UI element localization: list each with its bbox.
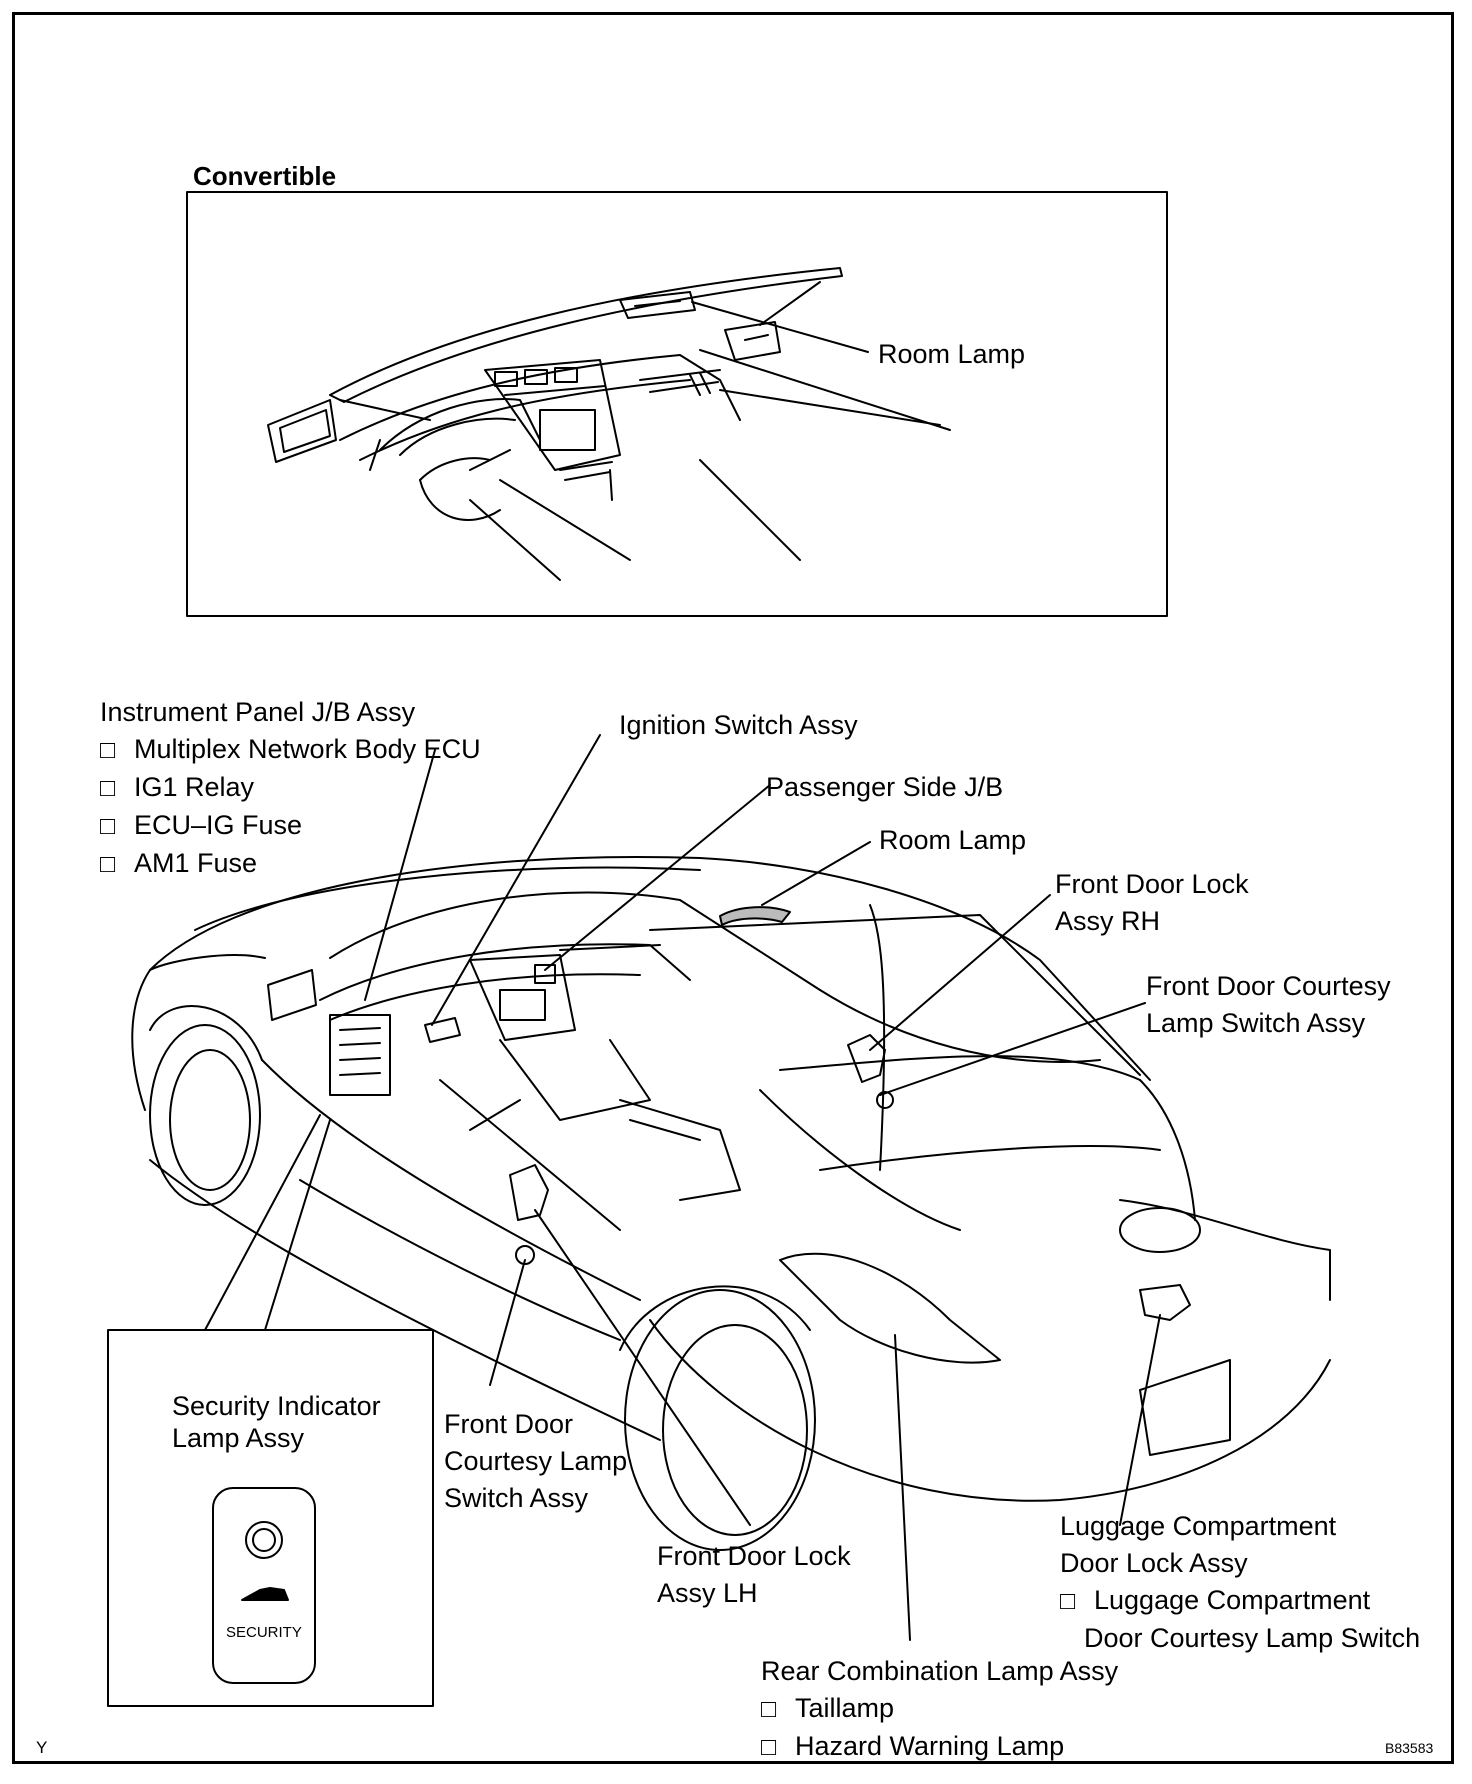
luggage-label: Luggage Compartment Door Lock Assy Lugga… — [1060, 1508, 1420, 1657]
rear-combination-item: Taillamp — [761, 1690, 1118, 1728]
instrument-panel-title: Instrument Panel J/B Assy — [100, 697, 416, 727]
inset-box — [186, 191, 1168, 617]
front-door-lock-lh-line: Assy LH — [657, 1578, 758, 1608]
front-door-courtesy-lh-line: Courtesy Lamp — [444, 1446, 628, 1476]
car-drawing — [131, 855, 1331, 1551]
passenger-jb-label: Passenger Side J/B — [766, 772, 1004, 802]
instrument-panel-item: Multiplex Network Body ECU — [100, 731, 481, 769]
front-door-lock-rh-label: Front Door Lock Assy RH — [1055, 866, 1249, 940]
footer-left-mark: Y — [36, 1738, 48, 1757]
security-box — [107, 1329, 434, 1707]
front-door-lock-rh-line: Assy RH — [1055, 906, 1161, 936]
instrument-panel-item: IG1 Relay — [100, 769, 481, 807]
front-door-courtesy-rh-line: Lamp Switch Assy — [1146, 1008, 1366, 1038]
luggage-line: Door Lock Assy — [1060, 1548, 1248, 1578]
front-door-courtesy-rh-line: Front Door Courtesy — [1146, 971, 1391, 1001]
inset-dashboard-drawing — [267, 267, 951, 581]
security-indicator-line: Security Indicator — [172, 1391, 381, 1421]
front-door-courtesy-lh-line: Front Door — [444, 1409, 574, 1439]
room-lamp-label: Room Lamp — [879, 825, 1027, 855]
luggage-item: Luggage Compartment — [1060, 1582, 1420, 1620]
instrument-panel-item: AM1 Fuse — [100, 845, 481, 883]
front-door-courtesy-lh-label: Front Door Courtesy Lamp Switch Assy — [444, 1406, 627, 1517]
page-frame — [12, 12, 1454, 1764]
security-button-text: SECURITY — [226, 1624, 302, 1641]
rear-combination-item: Hazard Warning Lamp — [761, 1728, 1118, 1766]
instrument-panel-label: Instrument Panel J/B Assy Multiplex Netw… — [100, 694, 481, 883]
inset-room-lamp-label: Room Lamp — [878, 339, 1026, 369]
front-door-lock-rh-line: Front Door Lock — [1055, 869, 1249, 899]
rear-combination-title: Rear Combination Lamp Assy — [761, 1656, 1119, 1686]
rear-combination-label: Rear Combination Lamp Assy Taillamp Haza… — [761, 1653, 1118, 1766]
front-door-courtesy-lh-line: Switch Assy — [444, 1483, 589, 1513]
ignition-switch-label: Ignition Switch Assy — [619, 710, 858, 740]
luggage-sub: Door Courtesy Lamp Switch — [1084, 1623, 1421, 1653]
instrument-panel-item: ECU–IG Fuse — [100, 807, 481, 845]
security-button-drawing — [212, 1487, 316, 1684]
inset-title: Convertible — [193, 161, 337, 191]
figure-code: B83583 — [1385, 1740, 1434, 1756]
front-door-courtesy-rh-label: Front Door Courtesy Lamp Switch Assy — [1146, 968, 1391, 1042]
security-indicator-label: Security Indicator Lamp Assy — [172, 1390, 381, 1454]
security-indicator-line: Lamp Assy — [172, 1423, 305, 1453]
front-door-lock-lh-line: Front Door Lock — [657, 1541, 851, 1571]
front-door-lock-lh-label: Front Door Lock Assy LH — [657, 1538, 851, 1612]
luggage-line: Luggage Compartment — [1060, 1511, 1337, 1541]
